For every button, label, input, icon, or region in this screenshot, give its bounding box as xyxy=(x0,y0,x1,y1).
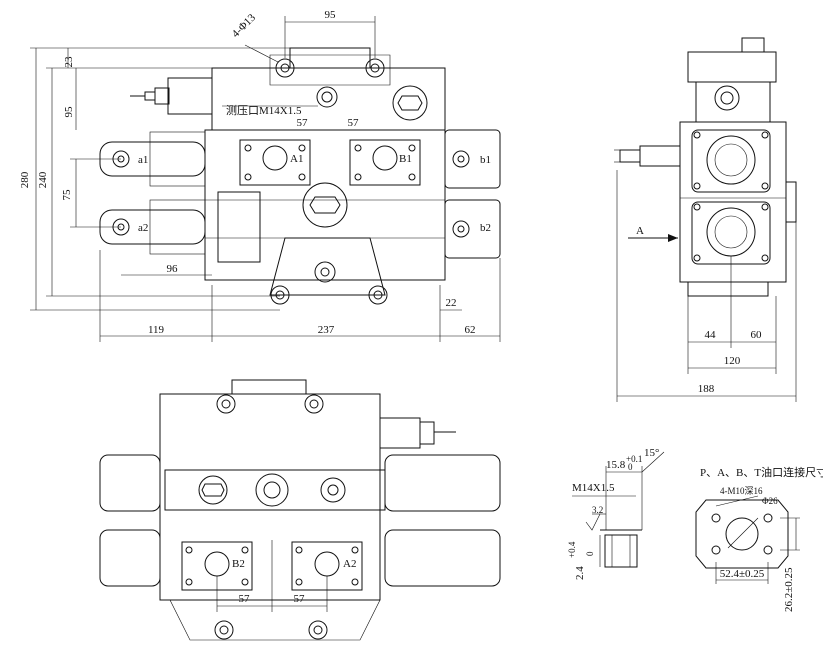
thread-depth: 15.8 xyxy=(606,459,626,471)
bolt-hole xyxy=(365,58,385,78)
relief-valve xyxy=(167,77,213,115)
roughness-value: 3.2 xyxy=(592,505,603,515)
thread-section xyxy=(604,534,638,568)
side-dimensions xyxy=(616,170,797,402)
roughness-symbol xyxy=(585,513,601,531)
dim-57-bottom-a: 57 xyxy=(239,593,251,605)
front-view: 95 4-Φ13 23 95 280 240 75 测压口M14X1.5 57 … xyxy=(19,9,501,342)
flange-detail: P、A、B、T油口连接尺寸 4-M10深16 Φ26 52.4±0.25 26.… xyxy=(695,465,823,612)
dim-95: 95 xyxy=(325,9,337,21)
label-A1: A1 xyxy=(290,153,303,165)
bottom-view: 57 57 B2 A2 xyxy=(99,379,501,641)
dim-57-bottom-b: 57 xyxy=(294,593,306,605)
port-flange-A2 xyxy=(291,541,363,591)
flange-outline xyxy=(695,499,789,569)
flange-dim-52: 52.4±0.25 xyxy=(720,568,765,580)
label-b2: b2 xyxy=(480,222,491,234)
dim-280: 280 xyxy=(19,171,31,188)
dim-23: 23 xyxy=(63,56,75,68)
side-relief-valve xyxy=(639,145,681,167)
label-A: A xyxy=(636,225,644,237)
bolt-hole xyxy=(275,58,295,78)
flange-title: P、A、B、T油口连接尺寸 xyxy=(700,465,823,479)
bottom-plug-right xyxy=(320,477,346,503)
thread-depth-tol-upper: +0.1 xyxy=(626,454,642,464)
test-port-label: 测压口M14X1.5 xyxy=(226,104,302,117)
dim-2-4-tol-upper: +0.4 xyxy=(567,541,577,558)
dim-237: 237 xyxy=(318,324,335,336)
flange-bore xyxy=(725,517,759,551)
dim-120: 120 xyxy=(724,355,741,367)
dim-95-left: 95 xyxy=(63,106,75,118)
flange-bolts: 4-M10深16 xyxy=(720,486,763,496)
dim-119: 119 xyxy=(148,324,165,336)
thread-size: M14X1.5 xyxy=(572,482,615,494)
dim-44: 44 xyxy=(705,329,717,341)
side-view: A 44 60 120 188 xyxy=(614,37,797,402)
center-plug xyxy=(302,182,348,228)
dim-57-b: 57 xyxy=(348,117,360,129)
thread-detail: M14X1.5 15.8 +0.1 0 15° 3.2 2.4 +0.4 0 xyxy=(567,447,665,580)
side-port-top xyxy=(706,135,756,185)
port-flange-B2 xyxy=(181,541,253,591)
front-dimensions xyxy=(30,16,501,342)
dim-57-a: 57 xyxy=(297,117,309,129)
plug xyxy=(392,85,428,121)
spool-cap-b1 xyxy=(444,129,501,189)
flange-dim-26: 26.2±0.25 xyxy=(783,567,795,612)
thread-depth-tol-lower: 0 xyxy=(628,462,633,472)
dim-188: 188 xyxy=(698,383,715,395)
side-port-bottom xyxy=(706,207,756,257)
thread-angle: 15° xyxy=(644,447,659,459)
label-b1: b1 xyxy=(480,154,491,166)
dim-2-4-tol-lower: 0 xyxy=(585,551,595,556)
bottom-plug-center xyxy=(255,473,289,507)
label-a2: a2 xyxy=(138,222,148,234)
dim-60: 60 xyxy=(751,329,763,341)
flange-bore-dia: Φ26 xyxy=(762,496,778,506)
label-a1: a1 xyxy=(138,154,148,166)
label-A2: A2 xyxy=(343,558,356,570)
top-flange xyxy=(289,47,371,69)
port-flange-A1 xyxy=(239,139,311,186)
bolt-hole xyxy=(368,285,388,305)
bolt-hole xyxy=(270,285,290,305)
bottom-plug-left xyxy=(198,475,228,505)
dim-96: 96 xyxy=(167,263,179,275)
upper-body xyxy=(211,67,446,131)
dim-2-4: 2.4 xyxy=(574,566,586,580)
label-B2: B2 xyxy=(232,558,245,570)
dim-22: 22 xyxy=(446,297,457,309)
label-B1: B1 xyxy=(399,153,412,165)
dim-75: 75 xyxy=(61,189,73,201)
port-flange-B1 xyxy=(349,139,421,186)
bottom-mount xyxy=(269,237,386,296)
dim-240: 240 xyxy=(37,171,49,188)
spool-cap-b2 xyxy=(444,199,501,259)
dim-62: 62 xyxy=(465,324,476,336)
test-port xyxy=(316,86,338,108)
hole-label: 4-Φ13 xyxy=(230,11,259,40)
